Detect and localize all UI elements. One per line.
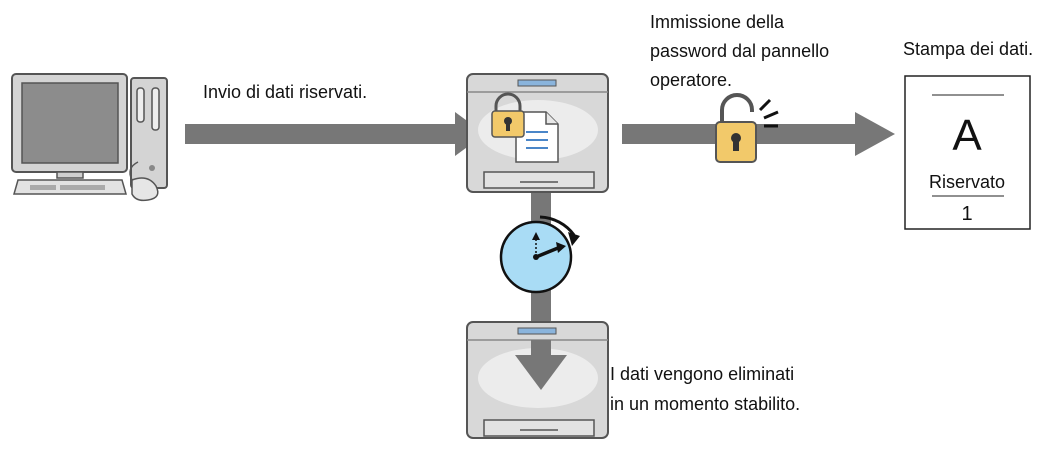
label-print-data: Stampa dei dati. — [903, 39, 1034, 59]
unlock-icon — [715, 93, 779, 163]
label-enter-password-line2: password dal pannello — [650, 41, 830, 61]
label-deleted-line2: in un momento stabilito. — [610, 394, 801, 414]
computer-icon — [11, 73, 168, 202]
label-enter-password-line1: Immissione della — [650, 12, 785, 32]
printout-caption: Riservato — [929, 172, 1005, 192]
document-icon — [515, 111, 559, 163]
label-enter-password-line3: operatore. — [650, 70, 733, 90]
label-send-confidential: Invio di dati riservati. — [203, 82, 368, 102]
printout-page-number: 1 — [961, 203, 972, 225]
label-deleted-line1: I dati vengono eliminati — [610, 364, 795, 384]
timer-icon — [499, 215, 580, 294]
arrow-printer-to-output — [622, 112, 895, 156]
printout-letter: A — [952, 111, 982, 160]
printout-icon: A Riservato 1 — [904, 75, 1031, 230]
arrow-into-printer — [515, 340, 567, 390]
lock-icon — [491, 92, 525, 138]
arrow-computer-to-printer — [185, 112, 485, 156]
